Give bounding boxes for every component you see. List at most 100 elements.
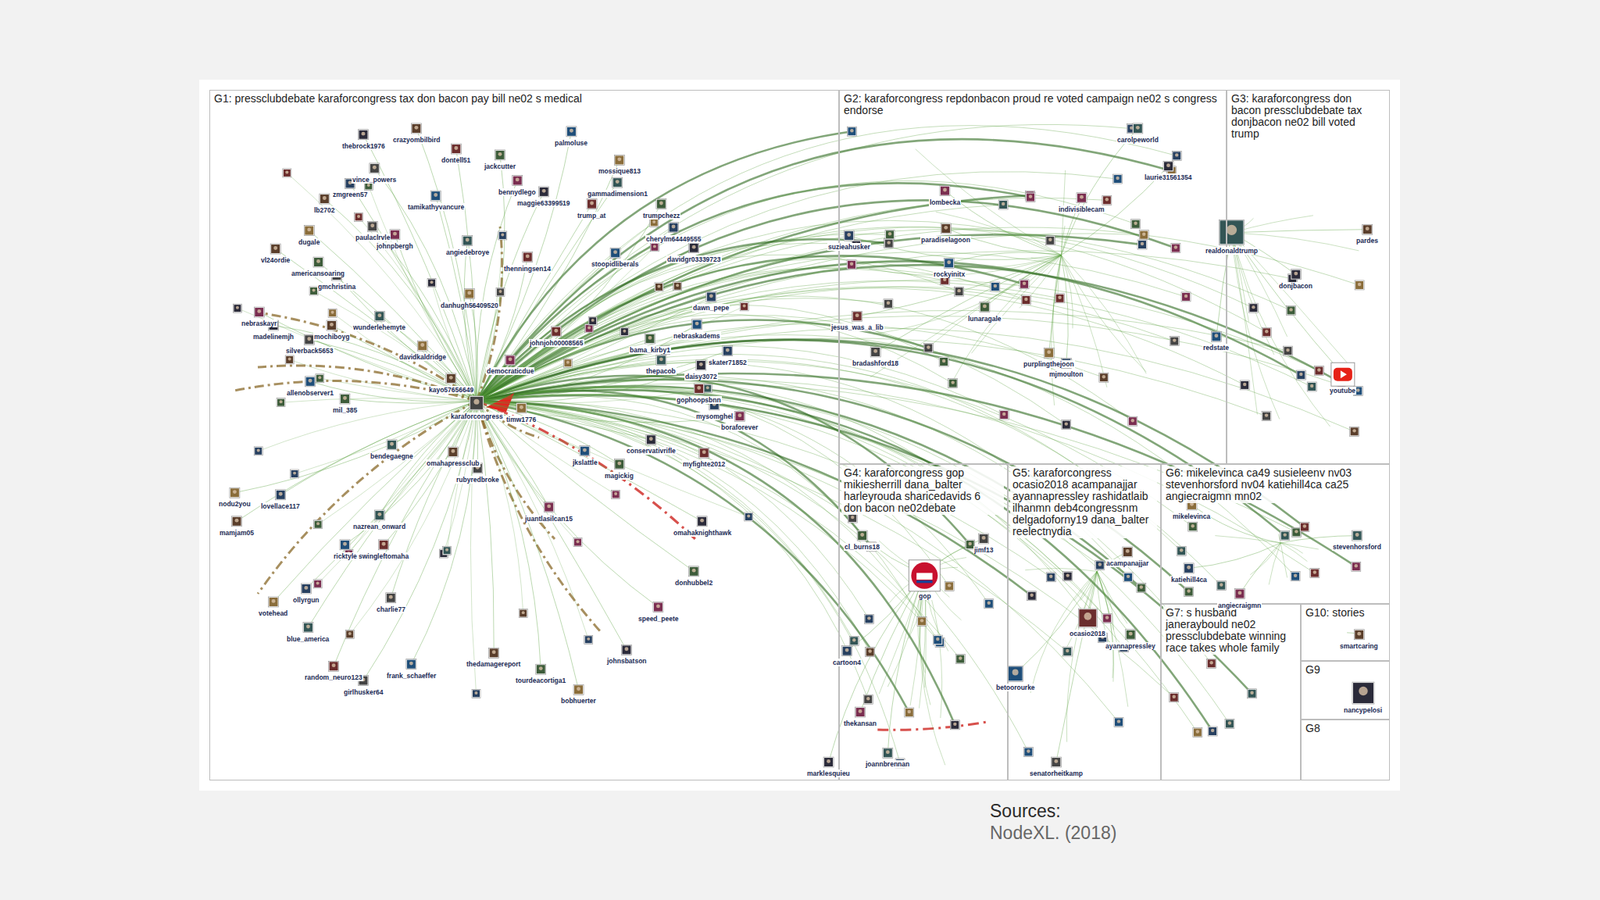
avatar — [1219, 582, 1223, 586]
avatar — [409, 661, 414, 666]
avatar — [370, 164, 379, 173]
avatar — [1122, 546, 1133, 558]
avatar — [576, 539, 580, 543]
username-label: skater71852 — [707, 358, 748, 367]
network-edge — [1280, 542, 1287, 579]
avatar — [313, 579, 322, 589]
avatar — [389, 229, 400, 240]
username-label: betoorourke — [995, 683, 1036, 692]
avatar — [614, 459, 625, 470]
avatar — [621, 645, 631, 654]
network-edge — [333, 400, 477, 667]
avatar — [339, 393, 350, 404]
avatar — [1135, 125, 1140, 130]
network-edge — [1060, 255, 1068, 364]
network-edge — [310, 381, 477, 402]
network-edge — [949, 252, 1062, 264]
avatar — [1281, 532, 1290, 540]
avatar — [539, 186, 550, 197]
avatar — [566, 126, 577, 137]
avatar — [518, 609, 528, 618]
avatar — [1171, 244, 1180, 253]
avatar — [669, 223, 679, 233]
avatar — [443, 546, 451, 554]
avatar — [282, 168, 292, 178]
avatar — [431, 191, 440, 200]
avatar — [850, 636, 858, 645]
avatar — [319, 193, 330, 204]
avatar — [585, 635, 593, 643]
username-label: nancypelosi — [1342, 706, 1383, 715]
username-label: omahapressclub — [425, 459, 481, 468]
avatar — [614, 155, 624, 165]
avatar — [585, 325, 593, 333]
avatar — [375, 510, 384, 520]
avatar — [1132, 123, 1143, 134]
network-edge — [476, 400, 651, 440]
avatar — [582, 448, 587, 453]
avatar — [998, 200, 1008, 210]
username-label: democraticdue — [485, 367, 535, 375]
avatar — [850, 515, 854, 519]
avatar — [301, 584, 311, 593]
avatar — [271, 244, 280, 254]
avatar — [316, 375, 324, 383]
avatar — [886, 301, 890, 305]
avatar — [1139, 231, 1148, 240]
network-edge — [971, 255, 1062, 354]
network-edge — [476, 339, 650, 402]
avatar — [646, 434, 657, 445]
avatar — [378, 539, 390, 550]
avatar — [706, 385, 710, 390]
avatar — [580, 446, 590, 456]
network-edge — [275, 249, 477, 402]
avatar — [268, 596, 279, 608]
avatar — [1299, 372, 1303, 376]
network-edge — [1060, 128, 1138, 255]
avatar — [1176, 546, 1186, 556]
avatar — [855, 707, 866, 718]
avatar — [1172, 695, 1176, 699]
avatar — [700, 448, 709, 458]
avatar — [650, 218, 658, 226]
username-label: mysomghel — [695, 412, 734, 421]
network-edge — [860, 573, 925, 713]
avatar — [367, 221, 378, 232]
avatar — [1353, 531, 1362, 540]
avatar — [1164, 161, 1173, 171]
avatar — [269, 597, 279, 607]
avatar — [320, 194, 329, 204]
avatar — [535, 664, 547, 675]
username-label: realdonaldtrump — [1204, 246, 1259, 255]
avatar — [1285, 348, 1290, 352]
network-edge — [1189, 542, 1282, 569]
avatar — [949, 379, 958, 388]
avatar — [1216, 581, 1226, 591]
avatar — [379, 540, 389, 550]
avatar — [932, 635, 943, 645]
avatar — [390, 230, 400, 240]
avatar — [1102, 195, 1112, 205]
avatar — [659, 201, 664, 206]
avatar — [611, 489, 621, 499]
avatar — [941, 224, 950, 233]
avatar — [1063, 571, 1073, 582]
avatar — [292, 471, 297, 475]
avatar — [1239, 380, 1250, 390]
avatar — [706, 291, 717, 302]
avatar — [842, 646, 852, 656]
username-label: senatorheitkamp — [1028, 769, 1084, 778]
avatar — [950, 380, 954, 384]
group-heading: G2: karaforcongress repdonbacon proud re… — [841, 92, 1223, 118]
avatar — [657, 284, 661, 288]
avatar — [649, 436, 654, 441]
avatar — [883, 748, 893, 758]
avatar — [659, 357, 664, 361]
avatar — [948, 378, 958, 389]
avatar — [735, 411, 744, 421]
group-panel: G5: karaforcongress ocasio2018 acampanaj… — [1007, 464, 1161, 781]
avatar — [1096, 560, 1104, 569]
network-edge — [374, 167, 477, 401]
username-label: myfighte2012 — [682, 460, 726, 468]
avatar — [1063, 647, 1072, 656]
